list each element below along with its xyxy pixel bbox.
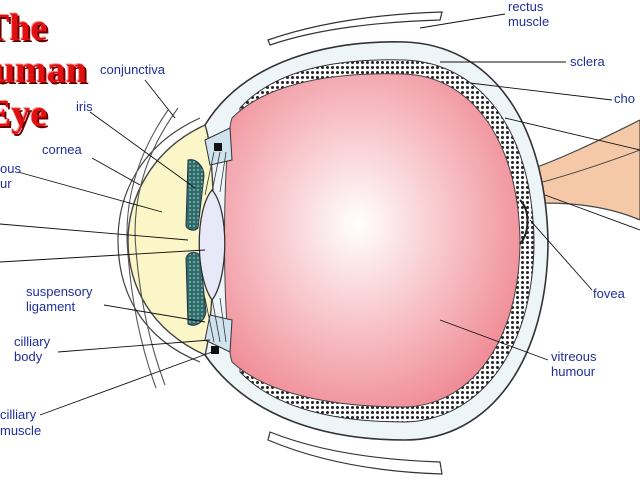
- conjunctiva: [134, 107, 179, 386]
- leader-right-2: [544, 194, 640, 231]
- leader-right-1: [504, 117, 640, 151]
- leader-left-b: [0, 249, 206, 263]
- label-conjunctiva: conjunctiva: [100, 62, 166, 77]
- title-line-3: Eye: [0, 93, 48, 135]
- label-ciliary-muscle-1: cilliary: [0, 407, 37, 422]
- rectus-muscle-top: [267, 11, 443, 46]
- leader-ciliary-body: [57, 339, 211, 353]
- label-sclera: sclera: [570, 54, 605, 69]
- label-rectus-muscle-1: rectus: [508, 0, 544, 14]
- label-cornea: cornea: [42, 142, 82, 157]
- lens: [198, 189, 226, 302]
- leader-rectus: [419, 13, 506, 29]
- label-vitreous-humour-1: vitreous: [551, 349, 597, 364]
- ciliary-muscle-bottom: [211, 346, 219, 354]
- leader-cornea: [91, 157, 141, 186]
- cornea-outline: [117, 117, 201, 363]
- label-iris: iris: [76, 99, 93, 114]
- vitreous-humour: [224, 73, 521, 408]
- leader-vitreous: [439, 319, 549, 361]
- label-fovea: fovea: [593, 286, 625, 301]
- leader-aqueous: [17, 171, 163, 213]
- label-ciliary-body-1: cilliary: [14, 334, 51, 349]
- rectus-muscle-bottom: [267, 431, 443, 475]
- title-line-1: The: [0, 7, 48, 49]
- leader-iris: [89, 111, 196, 189]
- label-vitreous-humour-2: humour: [551, 364, 596, 379]
- leader-fovea: [529, 219, 593, 291]
- suspensory-ligaments: [204, 151, 227, 343]
- label-choroid: cho: [614, 91, 635, 106]
- label-ciliary-muscle-2: muscle: [0, 423, 42, 438]
- iris-top: [185, 159, 205, 231]
- leader-left-a: [0, 223, 189, 241]
- label-rectus-muscle-2: muscle: [508, 14, 550, 29]
- leader-choroid: [469, 82, 613, 101]
- ciliary-muscle-top: [214, 143, 222, 151]
- title-line-2: uman: [0, 49, 87, 91]
- leader-ciliary-muscle: [39, 351, 213, 416]
- label-aqueous-humour-2: ur: [0, 176, 12, 191]
- leader-conjunctiva: [144, 79, 176, 119]
- label-suspensory-2: ligament: [26, 299, 76, 314]
- label-aqueous-humour-1: ous: [0, 161, 21, 176]
- label-ciliary-body-2: body: [14, 349, 43, 364]
- fovea-notch: [519, 199, 529, 245]
- leader-suspensory: [103, 304, 206, 323]
- leader-lines: [0, 13, 640, 416]
- label-suspensory-1: suspensory: [26, 284, 93, 299]
